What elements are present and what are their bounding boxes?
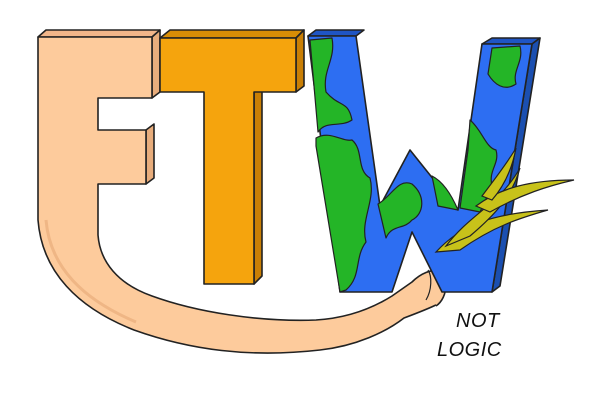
tagline-not: NOT bbox=[456, 310, 500, 332]
letter-t bbox=[159, 29, 305, 285]
yellow-stream bbox=[434, 147, 575, 253]
letter-w bbox=[307, 29, 541, 293]
tagline-logic: LOGIC bbox=[437, 339, 502, 361]
